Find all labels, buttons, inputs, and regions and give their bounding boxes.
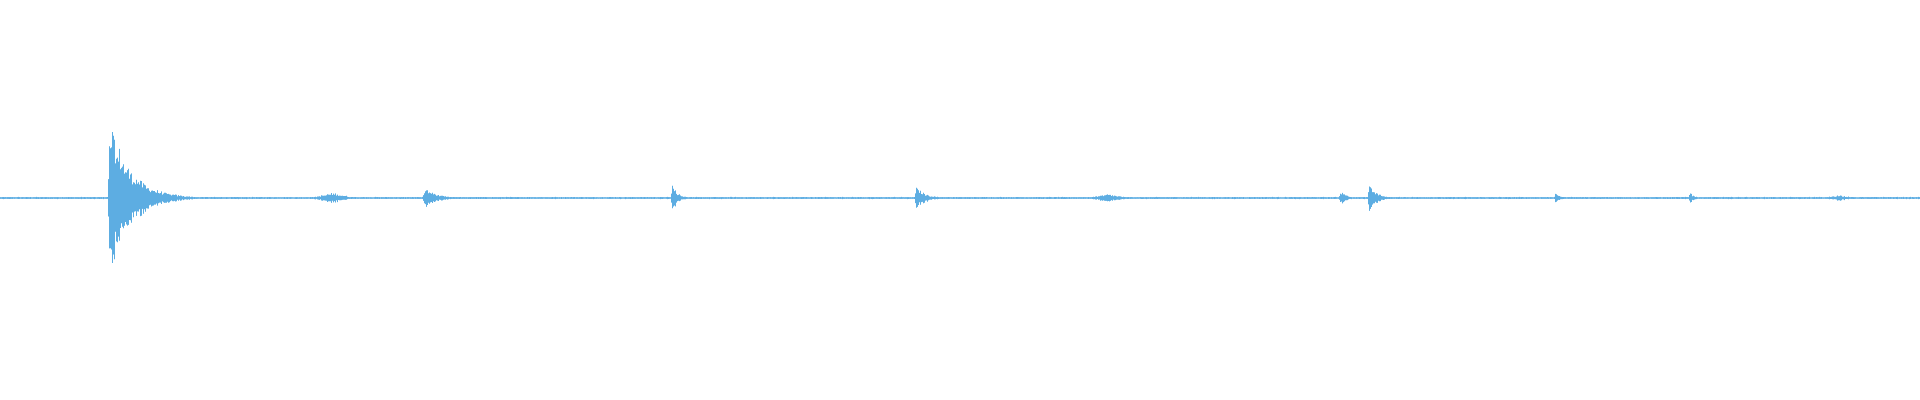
waveform-peaks	[0, 132, 1920, 263]
waveform-trace	[0, 132, 1920, 263]
